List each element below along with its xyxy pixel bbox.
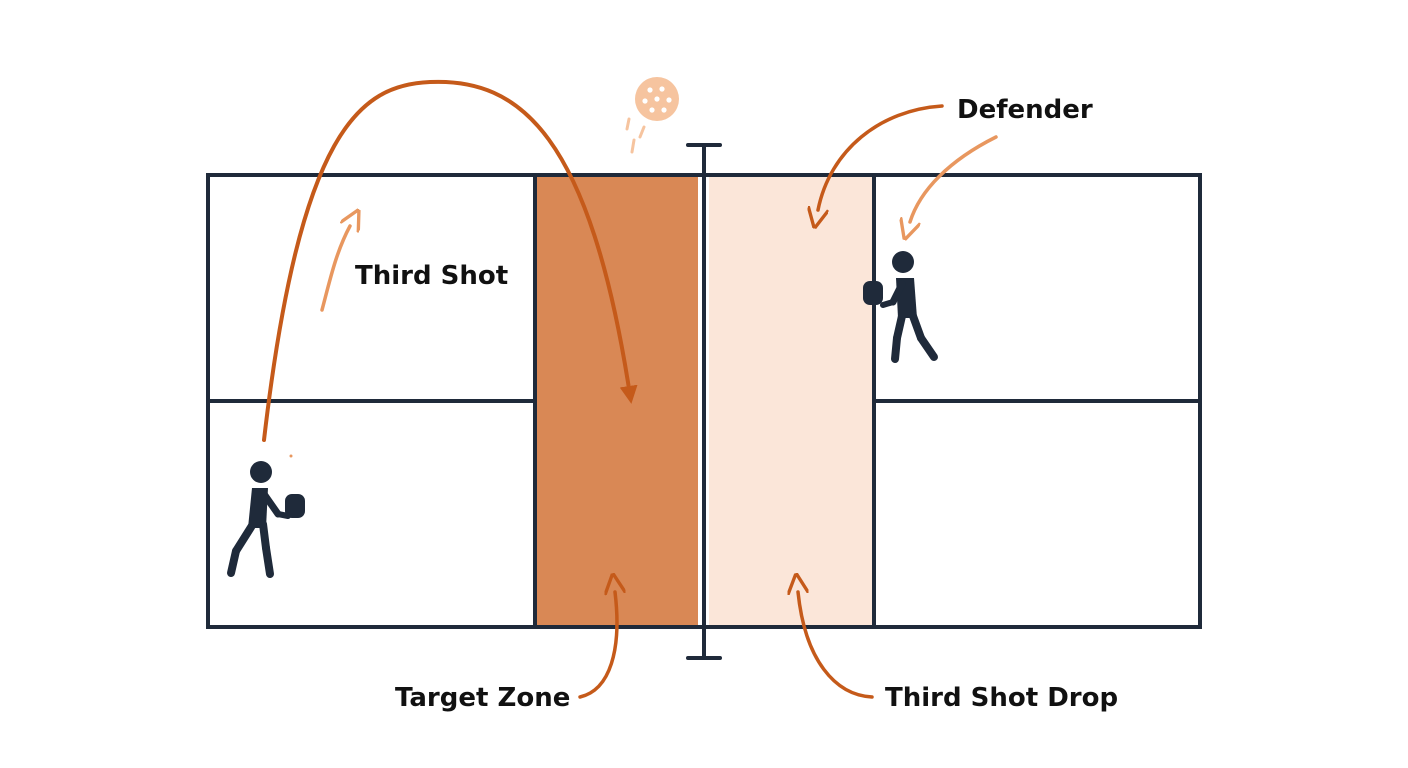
pickleball-icon	[625, 77, 679, 154]
third-shot-trajectory-arrow	[262, 79, 638, 442]
third-shot-label: Third Shot	[355, 261, 508, 291]
defender-arrow-light	[910, 135, 998, 222]
target-zone	[537, 177, 698, 626]
drop-zone	[709, 177, 872, 626]
third-shot-arrow	[320, 226, 350, 312]
defender-label: Defender	[957, 95, 1093, 125]
server-player-icon	[227, 454, 305, 578]
third-shot-drop-label: Third Shot Drop	[885, 683, 1118, 713]
defender-arrow-dark	[818, 104, 944, 210]
third-shot-drop-arrow	[798, 592, 874, 699]
target-zone-arrow	[578, 592, 617, 699]
target-zone-label: Target Zone	[395, 683, 570, 713]
defender-player-icon	[863, 251, 938, 363]
net	[686, 143, 722, 660]
